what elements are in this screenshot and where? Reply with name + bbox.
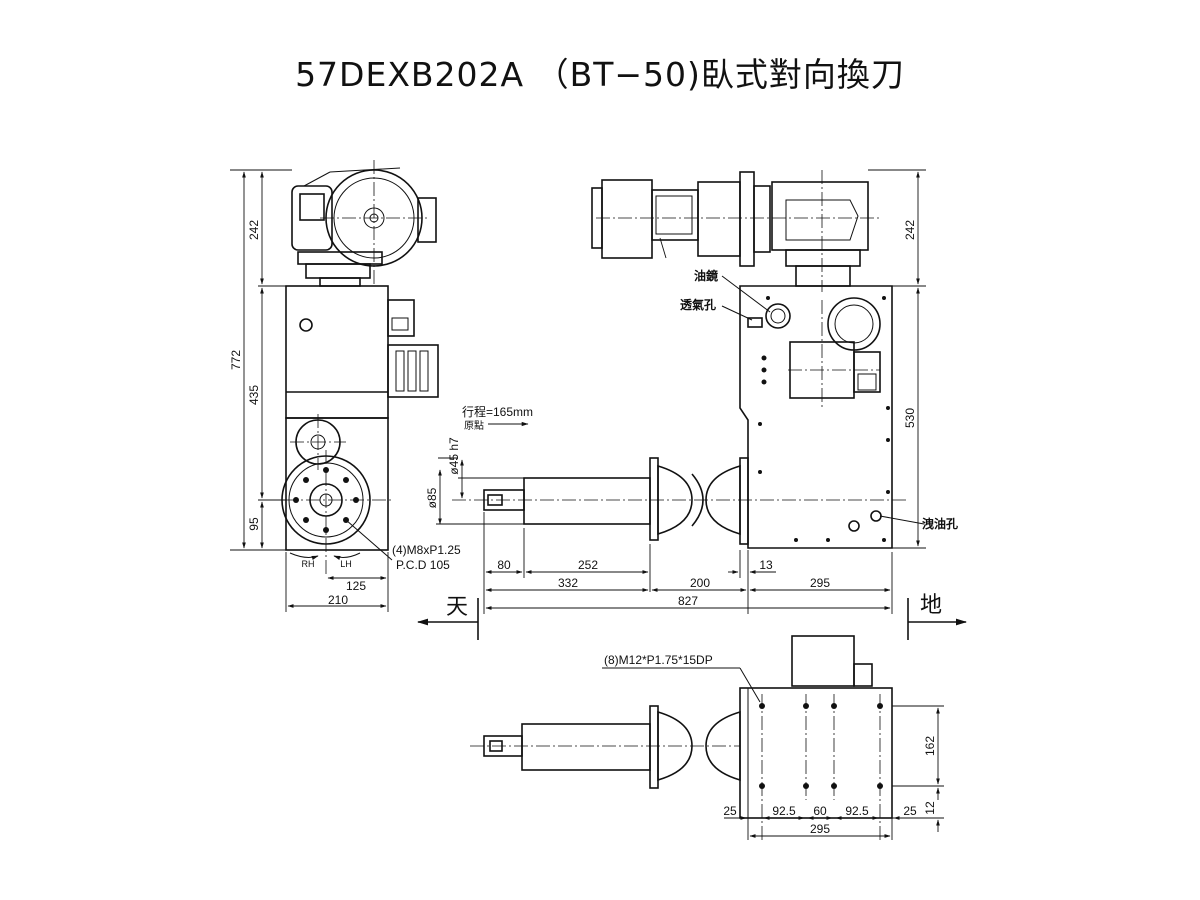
front-view <box>436 169 968 640</box>
bottom-callout: (8)M12*P1.75*15DP <box>604 653 713 667</box>
dim-bottom-25b: 25 <box>903 804 917 818</box>
front-spindle <box>452 457 906 545</box>
direction-arrow-ground <box>907 598 968 640</box>
direction-left-label: 天 <box>446 594 468 619</box>
dim-side-95: 95 <box>247 517 261 531</box>
front-body <box>739 285 893 549</box>
dim-bottom-60: 60 <box>813 804 827 818</box>
drawing-title: 57DEXB202A （BT−50)臥式對向換刀 <box>295 55 905 94</box>
dim-front-252: 252 <box>578 558 598 572</box>
dim-front-295: 295 <box>810 576 830 590</box>
stroke-label: 行程=165mm <box>462 404 533 419</box>
dim-front-332: 332 <box>558 576 578 590</box>
front-dimensions <box>436 169 926 614</box>
dim-front-d85: ø85 <box>425 487 439 508</box>
bottom-dimensions <box>724 705 944 840</box>
vent-label: 透氣孔 <box>680 297 716 312</box>
bottom-view <box>470 635 944 840</box>
dim-bottom-12: 12 <box>923 801 937 815</box>
dim-front-242: 242 <box>903 220 917 240</box>
side-flange <box>262 450 393 575</box>
rotation-rh-label: RH <box>302 559 315 569</box>
side-motor <box>291 160 437 287</box>
dim-front-80: 80 <box>497 558 511 572</box>
dim-bottom-925a: 92.5 <box>772 804 796 818</box>
oil-gauge-label: 油鏡 <box>694 268 718 283</box>
dim-bottom-295: 295 <box>810 822 830 836</box>
dim-bottom-162: 162 <box>923 736 937 756</box>
dim-front-200: 200 <box>690 576 710 590</box>
dim-front-827: 827 <box>678 594 698 608</box>
dim-side-435: 435 <box>247 385 261 405</box>
dim-front-530: 530 <box>903 408 917 428</box>
dim-side-772: 772 <box>229 350 243 370</box>
side-view <box>230 160 479 640</box>
drain-label: 洩油孔 <box>922 516 958 531</box>
dim-bottom-25a: 25 <box>723 804 737 818</box>
dim-bottom-925b: 92.5 <box>845 804 869 818</box>
dim-side-242: 242 <box>247 220 261 240</box>
side-dimensions <box>230 169 389 612</box>
direction-right-label: 地 <box>920 592 942 617</box>
side-callout-line2: P.C.D 105 <box>396 558 450 572</box>
rotation-lh-label: LH <box>340 559 352 569</box>
dim-front-13: 13 <box>759 558 773 572</box>
side-body <box>285 285 439 551</box>
dim-side-210: 210 <box>328 593 348 607</box>
dim-side-125: 125 <box>346 579 366 593</box>
direction-arrow-sky <box>416 598 479 640</box>
side-callout-line1: (4)M8xP1.25 <box>392 543 461 557</box>
front-motor <box>591 170 880 292</box>
dim-front-d45: ø45 h7 <box>447 437 461 475</box>
origin-label: 原點 <box>464 419 484 432</box>
